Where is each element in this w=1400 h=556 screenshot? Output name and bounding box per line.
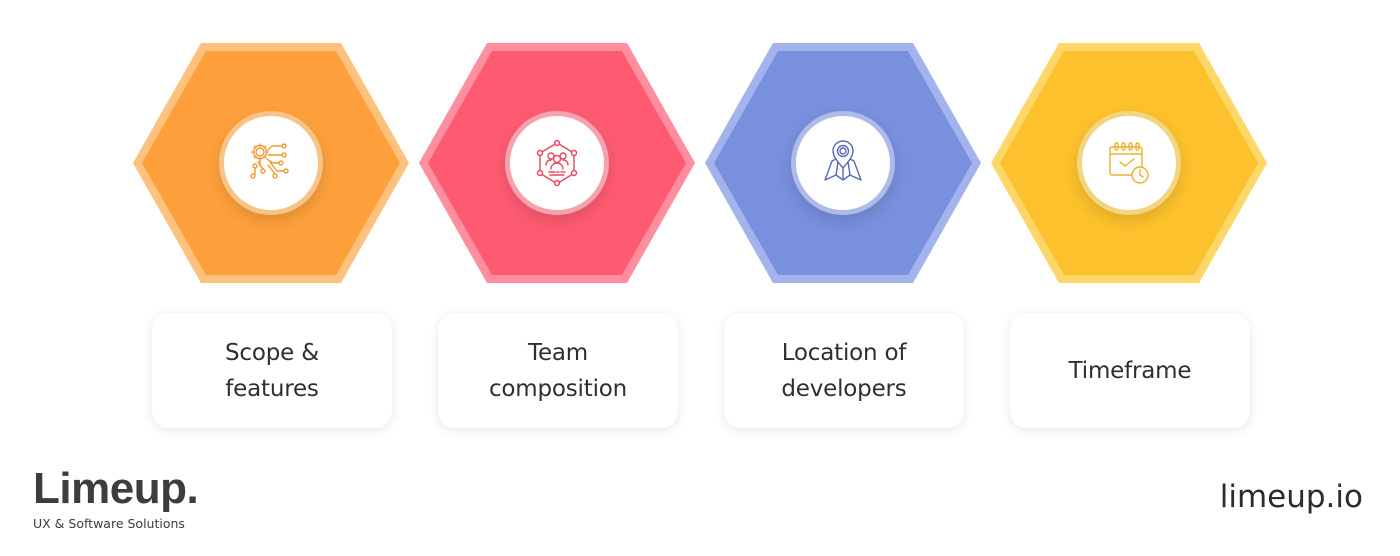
step-label: Location of developers — [781, 339, 907, 402]
hexagon-scope — [132, 42, 410, 284]
step-label: Timeframe — [1068, 357, 1192, 384]
brand-logo: Limeup. UX & Software Solutions — [33, 464, 199, 532]
circuit-gear-icon — [250, 143, 289, 179]
step-card-location: Location of developers — [724, 313, 964, 428]
team-network-icon — [536, 139, 578, 187]
step-label: Scope & features — [225, 339, 319, 402]
icon-badge — [791, 111, 895, 215]
hexagon-location — [704, 42, 982, 284]
step-card-timeframe: Timeframe — [1010, 313, 1250, 428]
brand-name: Limeup. — [33, 464, 199, 513]
icon-badge — [505, 111, 609, 215]
website-url: limeup.io — [1219, 479, 1363, 515]
icon-badge — [219, 111, 323, 215]
brand-tagline: UX & Software Solutions — [33, 516, 185, 531]
step-card-team: Team composition — [438, 313, 678, 428]
hexagon-timeframe — [990, 42, 1268, 284]
hexagon-team — [418, 42, 696, 284]
step-card-scope: Scope & features — [152, 313, 392, 428]
calendar-clock-icon — [1109, 142, 1149, 184]
icon-badge — [1077, 111, 1181, 215]
map-pin-icon — [824, 140, 862, 181]
step-label: Team composition — [488, 339, 628, 402]
